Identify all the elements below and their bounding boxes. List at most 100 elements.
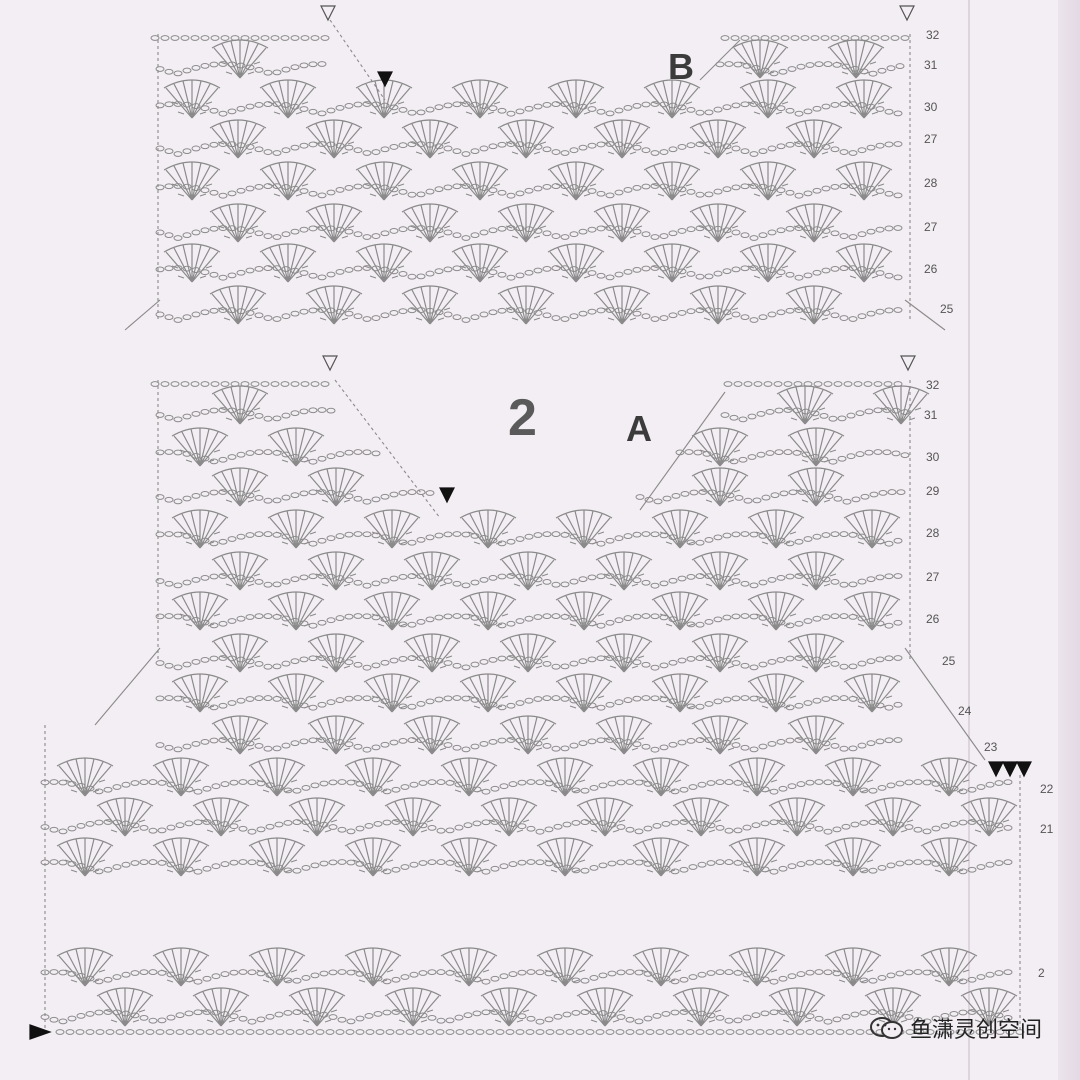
chain-stitch [578,144,588,151]
chain-stitch [409,971,419,978]
chain-stitch [589,784,599,791]
chain-stitch [299,574,309,581]
chain-stitch [803,272,813,279]
chain-stitch [839,613,849,619]
foundation-chain [250,35,260,41]
foundation-chain [180,381,190,387]
chain-stitch [319,860,329,867]
foundation-chain [810,35,820,41]
chain-stitch [823,828,833,835]
chain-stitch [868,70,878,77]
chain-stitch [794,538,804,545]
decrease-line [699,39,741,81]
shell-stitch [595,551,653,591]
chain-stitch [857,231,867,238]
foundation-chain [455,1029,465,1035]
chain-stitch [823,969,833,976]
watermark-text: 鱼潇灵创空间 [909,1018,1042,1043]
chain-stitch [173,498,183,505]
shell-stitch [593,285,651,325]
chain-stitch [749,317,759,323]
chain-stitch [949,820,959,827]
chain-stitch [139,824,149,831]
chain-stitch [758,661,768,668]
chain-stitch [994,860,1004,866]
chain-stitch [263,233,273,239]
chain-stitch [263,69,273,76]
chain-stitch [731,531,741,538]
chain-stitch [380,146,390,153]
foundation-chain [863,381,873,387]
foundation-chain [265,1029,275,1035]
chain-stitch [254,101,264,108]
shell-stitch [576,987,634,1027]
chain-stitch [164,580,174,587]
chain-stitch [506,192,516,199]
chain-stitch [994,780,1004,786]
foundation-chain [355,1029,365,1035]
foundation-chain [800,35,810,41]
chain-stitch [337,826,347,833]
chain-stitch [497,307,507,314]
foundation-chain [475,1029,485,1035]
shell-stitch [403,633,461,673]
chain-stitch [407,273,417,280]
chain-stitch [635,494,645,500]
chain-stitch [731,742,741,748]
chain-stitch [729,414,739,421]
chain-stitch [893,307,903,313]
chain-stitch [256,826,266,833]
chain-stitch [317,619,327,626]
chain-stitch [58,859,68,866]
chain-stitch [209,655,219,662]
chain-stitch [497,107,507,114]
chain-stitch [785,141,795,148]
chain-stitch [443,531,453,538]
chain-stitch [308,540,318,547]
chain-stitch [263,149,273,155]
chain-stitch [677,228,687,234]
foundation-chain [840,35,850,41]
chain-stitch [650,746,660,753]
chain-stitch [776,656,786,663]
shell-stitch [401,119,459,159]
shell-stitch [787,427,845,467]
fasten-off-marker-icon [377,71,393,88]
chain-stitch [209,225,219,232]
foundation-chain [160,35,170,41]
chain-stitch [236,187,246,194]
shell-stitch [401,203,459,243]
chain-stitch [353,495,363,502]
foundation-chain [290,381,300,387]
chain-stitch [389,491,399,498]
chain-stitch [875,738,885,745]
chain-stitch [875,188,885,194]
chain-stitch [765,408,775,415]
shell-stitch [259,243,317,283]
chain-stitch [860,493,870,500]
chain-stitch [148,969,158,975]
chain-stitch [715,969,725,976]
chain-stitch [785,573,795,580]
chain-stitch [371,662,381,669]
chain-stitch [967,786,977,793]
chain-stitch [400,864,410,870]
shell-stitch [248,837,306,877]
chain-stitch [605,110,615,117]
chain-stitch [749,746,759,753]
chain-stitch [864,408,874,415]
chain-stitch [742,824,752,831]
shell-stitch [768,987,826,1027]
foundation-chain [190,35,200,41]
shell-stitch [363,509,421,549]
chain-stitch [227,454,237,460]
chain-stitch [680,490,690,497]
chain-stitch [344,449,354,456]
chain-stitch [461,235,471,241]
chain-stitch [533,614,543,620]
chain-stitch [830,312,840,319]
foundation-chain [200,35,210,41]
chain-stitch [155,695,165,702]
chain-stitch [713,574,723,580]
chain-stitch [967,866,977,873]
